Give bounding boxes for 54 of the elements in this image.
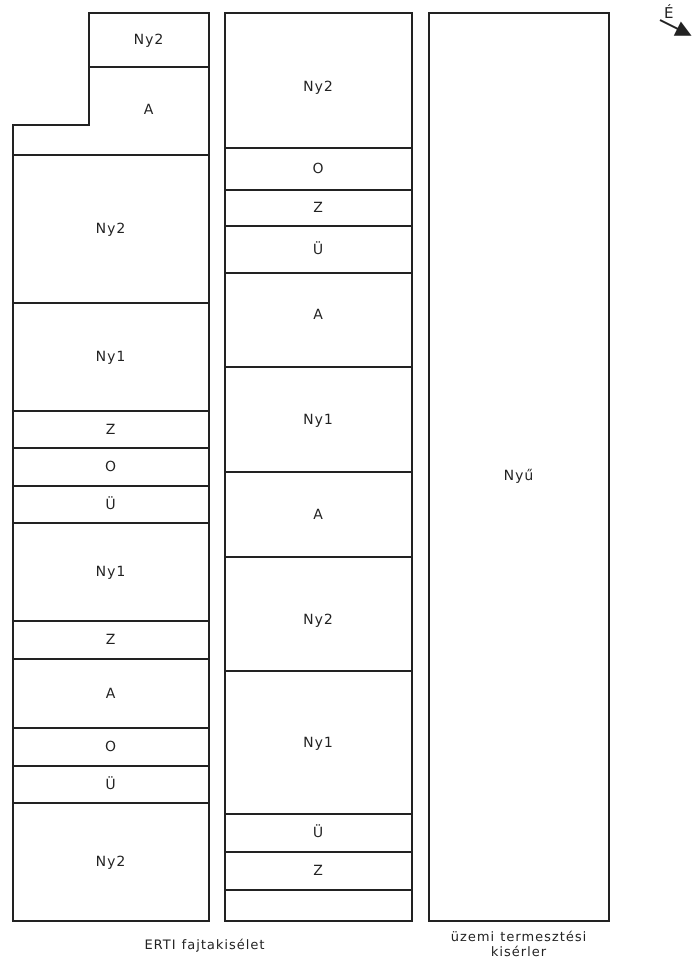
- plot: [224, 366, 413, 473]
- plot-label: Ny2: [94, 221, 128, 237]
- plot-label: Z: [104, 422, 118, 438]
- plot-label: A: [142, 102, 156, 118]
- plot-label: Ü: [104, 496, 118, 512]
- plot-label: O: [104, 459, 118, 475]
- plot: [12, 522, 210, 622]
- plot-label: Z: [312, 863, 325, 879]
- plot: [12, 765, 210, 804]
- plot-label: A: [104, 686, 118, 702]
- plot-label: Ü: [312, 825, 326, 841]
- plot-label: Ny2: [94, 854, 128, 870]
- plot-label: Nyű: [502, 468, 536, 484]
- plot: [224, 225, 413, 274]
- plot: [12, 658, 210, 729]
- plot: [224, 851, 413, 891]
- plot: [12, 154, 210, 304]
- plot-label: A: [312, 506, 325, 522]
- plot-label: Ny2: [132, 32, 166, 48]
- plot: [428, 12, 610, 922]
- plot-label: O: [104, 739, 118, 755]
- plot: [224, 813, 413, 853]
- plot: [224, 556, 413, 672]
- plot: [224, 189, 413, 227]
- empty-plot: [224, 889, 413, 922]
- plot: [12, 66, 210, 156]
- plot-label: Ü: [312, 242, 326, 258]
- plot: [12, 620, 210, 660]
- plot: [12, 802, 210, 922]
- plot: [12, 485, 210, 524]
- column-caption: ERTI fajtakisélet: [143, 938, 267, 953]
- plot-label: Ny1: [94, 564, 128, 580]
- plot: [88, 12, 210, 68]
- plot-label: Ü: [104, 776, 118, 792]
- plot-label: Ny1: [302, 412, 335, 428]
- plot: [224, 12, 413, 149]
- plot-label: Z: [312, 200, 325, 216]
- plot-label: Z: [104, 632, 118, 648]
- plot: [12, 302, 210, 412]
- plot: [12, 447, 210, 487]
- plot-label: A: [312, 307, 325, 324]
- plot-label: Ny1: [94, 349, 128, 365]
- column-caption: üzemi termesztési kisérler: [450, 930, 588, 960]
- plot: [224, 272, 413, 368]
- plot-label: O: [311, 161, 326, 177]
- plot: [224, 471, 413, 558]
- plot-label: Ny2: [302, 612, 335, 628]
- plot: [12, 727, 210, 767]
- plot: [224, 670, 413, 815]
- compass-label: É: [664, 4, 674, 22]
- plot-label: Ny1: [302, 734, 335, 750]
- plot: [12, 410, 210, 449]
- plot-label: Ny2: [302, 79, 335, 96]
- plot: [224, 147, 413, 191]
